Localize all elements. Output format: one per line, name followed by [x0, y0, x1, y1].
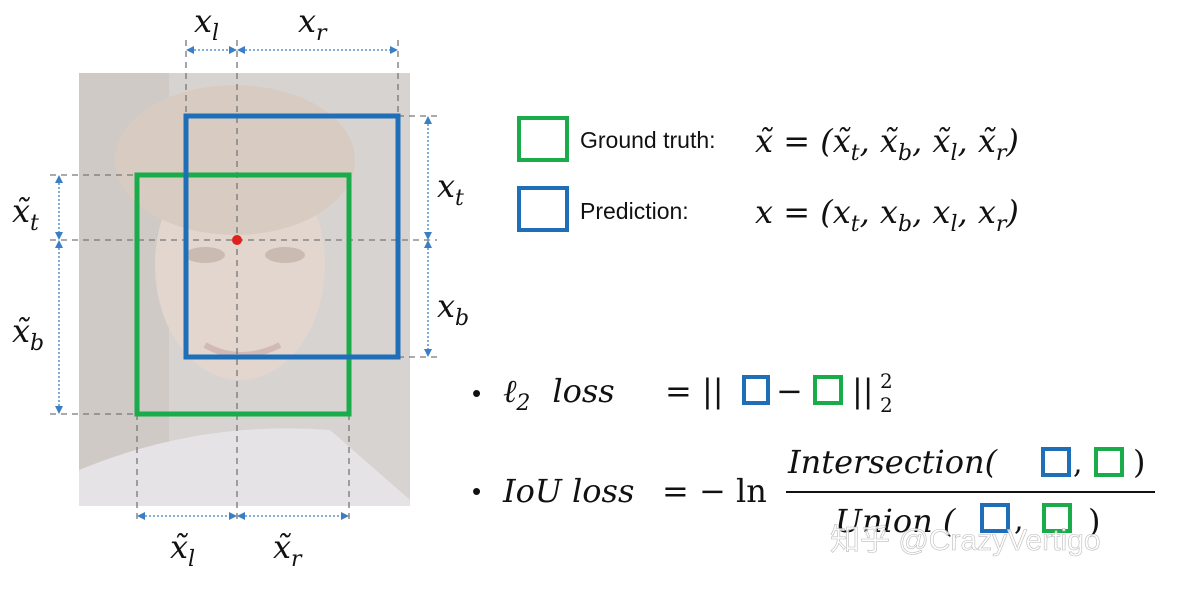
denominator-comma: ,	[1014, 503, 1024, 538]
l2-prediction-box-symbol	[742, 375, 770, 405]
legend-ground-truth-swatch	[517, 116, 569, 162]
l2-minus: −	[776, 372, 803, 410]
bullet-iou: •	[472, 476, 481, 506]
numerator-comma: ,	[1073, 446, 1083, 481]
legend-prediction-label: Prediction:	[580, 198, 689, 224]
portrait-photo	[79, 73, 410, 506]
l2-ground-truth-box-symbol	[813, 375, 843, 405]
label-xt-tilde: x̃t	[12, 192, 39, 236]
ground-truth-box	[134, 172, 352, 417]
l2-subscript: 2	[880, 393, 893, 417]
l2-superscript: 2	[880, 369, 893, 393]
iou-loss-equation: • IoU loss = − ln Intersection( , ) Unio…	[472, 443, 1155, 540]
denominator-ground-truth-box-symbol	[1042, 503, 1072, 533]
iou-lhs: IoU loss	[502, 472, 634, 510]
numerator-ground-truth-box-symbol	[1094, 447, 1124, 477]
prediction-formula: x = (xt, xb, xl, xr)	[755, 193, 1019, 237]
label-xr-tilde: x̃r	[273, 528, 303, 572]
bullet-l2: •	[472, 378, 481, 408]
label-xl-tilde: x̃l	[170, 528, 195, 572]
l2-equals: = ||	[665, 372, 724, 410]
numerator-prediction-box-symbol	[1041, 447, 1071, 477]
iou-numerator: Intersection(	[787, 443, 999, 481]
watermark-text: 知乎 @CrazyVertigo	[830, 524, 1101, 557]
l2-norm-close: ||	[852, 372, 874, 410]
label-xt: xt	[437, 167, 464, 211]
iou-denominator: Union (	[835, 502, 957, 540]
denominator-close: )	[1088, 502, 1100, 540]
legend-prediction-swatch	[517, 186, 569, 232]
ground-truth-formula: x̃ = (x̃t, x̃b, x̃l, x̃r)	[755, 122, 1019, 166]
label-xr: xr	[298, 2, 328, 46]
numerator-close: )	[1133, 443, 1145, 481]
legend-ground-truth-label: Ground truth:	[580, 127, 716, 153]
label-xb-tilde: x̃b	[12, 312, 44, 356]
denominator-prediction-box-symbol	[980, 503, 1010, 533]
prediction-box	[183, 113, 401, 360]
label-xl: xl	[194, 2, 219, 46]
center-point	[232, 235, 242, 245]
label-xb: xb	[437, 287, 469, 331]
iou-equals-ln: = − ln	[662, 472, 767, 510]
